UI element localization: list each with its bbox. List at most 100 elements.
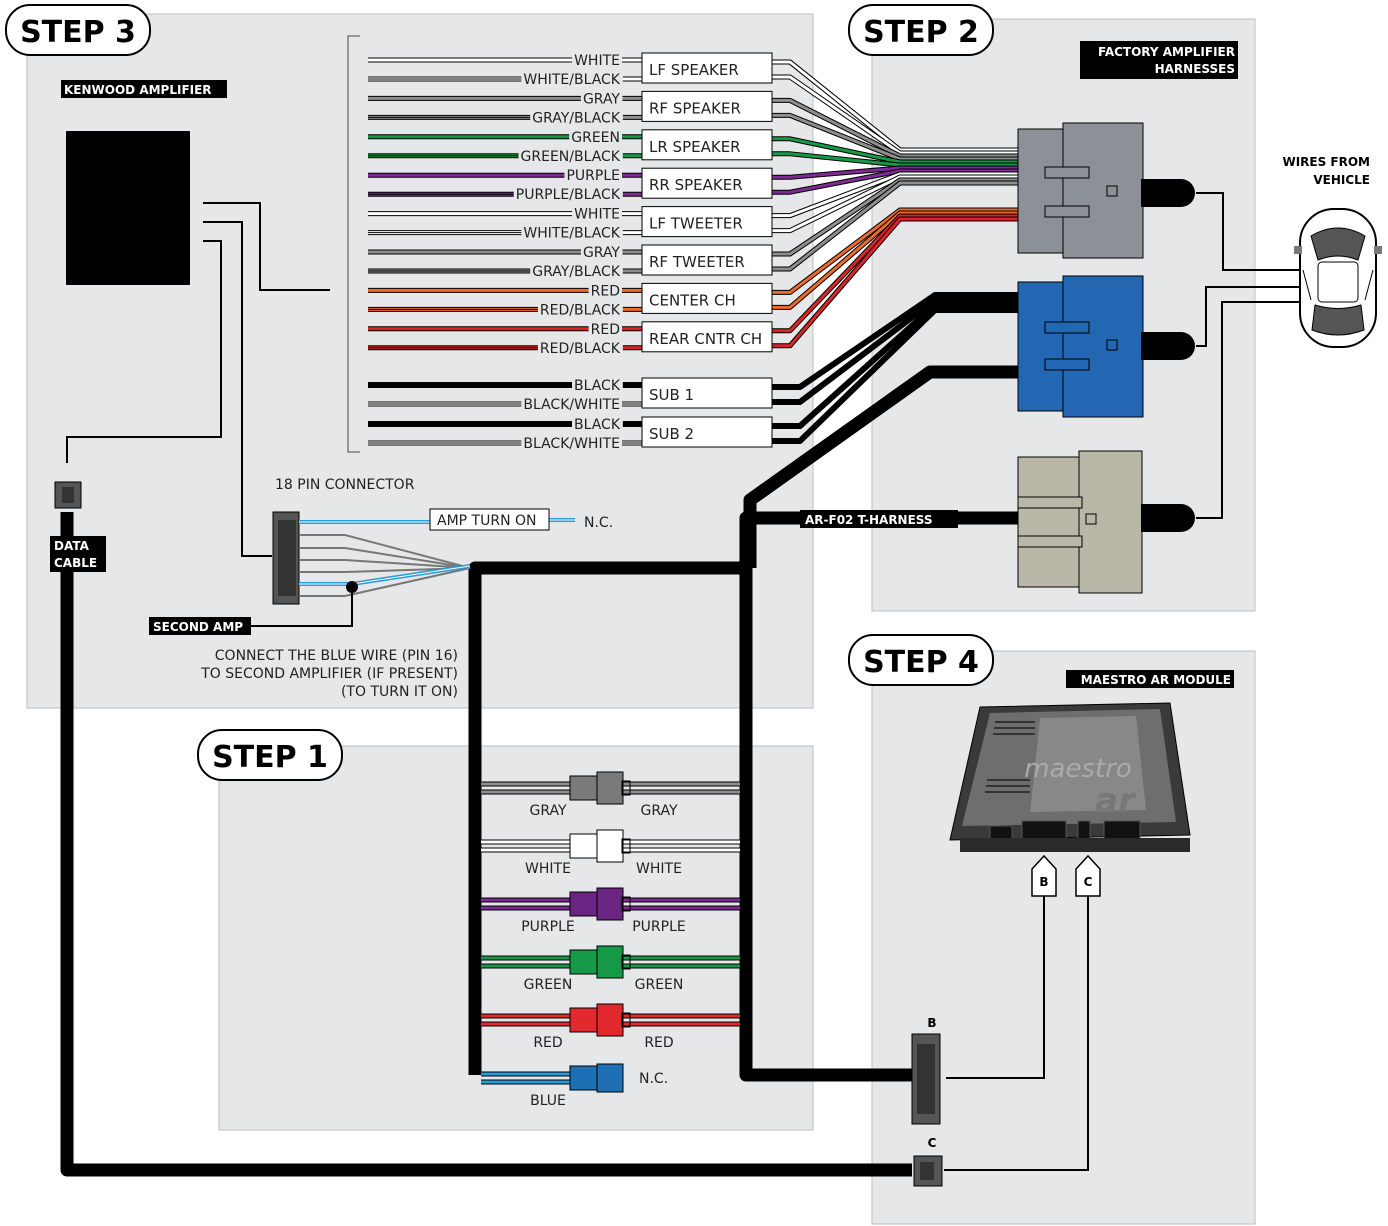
- pair-plug-male: [569, 1065, 601, 1091]
- svg-text:CONNECT THE BLUE WIRE (PIN 16): CONNECT THE BLUE WIRE (PIN 16): [215, 648, 458, 664]
- svg-text:VEHICLE: VEHICLE: [1313, 173, 1370, 187]
- wire-color-label: RED/BLACK: [540, 302, 621, 318]
- svg-text:AMP TURN ON: AMP TURN ON: [437, 513, 537, 529]
- wire-label-bg: [564, 168, 622, 185]
- speaker-label-box: LF SPEAKER: [641, 52, 773, 84]
- 18-pin-connector[interactable]: [272, 511, 300, 605]
- step1-panel: [218, 745, 814, 1131]
- 18-pin-connector-label: 18 PIN CONNECTOR: [275, 477, 415, 493]
- speaker-wire-right: [772, 169, 1018, 194]
- port-b-label: B: [1039, 875, 1048, 889]
- t-harness-tag: AR-F02 T-HARNESS: [800, 510, 958, 528]
- kenwood-amplifier-unit: [66, 131, 190, 285]
- step3-badge: STEP 3: [5, 4, 151, 56]
- step1-title: STEP 1: [212, 740, 328, 775]
- speaker-box: [641, 206, 773, 238]
- svg-text:CABLE: CABLE: [54, 556, 97, 570]
- wire-label-bg: [588, 321, 622, 338]
- pair-right-label: GREEN: [635, 977, 684, 993]
- wire-label-bg: [521, 225, 623, 242]
- speaker-box: [641, 244, 773, 276]
- maestro-ar-logo: ar: [1095, 781, 1137, 821]
- amp-turn-on-label: AMP TURN ON: [429, 508, 550, 531]
- pair-plug-female: [596, 1003, 624, 1037]
- pair-left-label: RED: [533, 1035, 562, 1051]
- speaker-label-box: RF TWEETER: [641, 244, 773, 276]
- svg-text:SECOND AMP: SECOND AMP: [153, 620, 243, 634]
- data-cable-tag: DATA CABLE: [50, 536, 106, 572]
- wire-color-label: GRAY: [583, 91, 620, 107]
- wire-label-bg: [530, 264, 623, 280]
- wire-color-label: GRAY: [583, 245, 620, 261]
- svg-text:WIRES FROM: WIRES FROM: [1282, 155, 1370, 169]
- wire-label-bg: [569, 129, 622, 146]
- svg-text:DATA: DATA: [54, 539, 90, 553]
- blue-harness-connector[interactable]: [1017, 275, 1195, 418]
- connector-b[interactable]: [911, 1033, 941, 1125]
- speaker-box-label: LF TWEETER: [649, 215, 743, 233]
- pair-right-label: GRAY: [640, 803, 677, 819]
- speaker-wire-right: [772, 181, 1018, 271]
- svg-text:(TO TURN IT ON): (TO TURN IT ON): [341, 684, 458, 700]
- step4-badge: STEP 4: [848, 634, 994, 686]
- wire-color-label: GREEN/BLACK: [521, 149, 621, 165]
- wire-label-bg: [580, 245, 623, 261]
- speaker-box: [641, 52, 773, 84]
- wire-label-bg: [521, 436, 622, 452]
- speaker-box-label: RF TWEETER: [649, 253, 745, 271]
- pair-plug-male: [569, 949, 601, 975]
- wire-color-label: GRAY/BLACK: [532, 110, 621, 126]
- wire-label-bg: [588, 283, 622, 300]
- speaker-box-label: LF SPEAKER: [649, 61, 739, 79]
- sub-label-box: SUB 2: [641, 416, 773, 448]
- speaker-wire-right: [772, 113, 1018, 161]
- speaker-wire-right: [772, 137, 1018, 164]
- vehicle-wire-leads: [1196, 192, 1300, 519]
- svg-text:HARNESSES: HARNESSES: [1155, 62, 1235, 76]
- wire-color-label: RED: [591, 322, 620, 338]
- speaker-box: [641, 321, 773, 353]
- speaker-label-box: CENTER CH: [641, 282, 773, 314]
- speaker-label-box: RR SPEAKER: [641, 167, 773, 199]
- sub-box: [641, 377, 773, 409]
- speaker-box: [641, 167, 773, 199]
- sub-wire-right: [772, 308, 1018, 443]
- pair-plug-male: [569, 1007, 601, 1033]
- sub-channel: SUB 1 BLACK BLACK/WHITE: [368, 292, 1018, 413]
- second-amp-note: CONNECT THE BLUE WIRE (PIN 16) TO SECOND…: [200, 648, 458, 700]
- connector-c[interactable]: [913, 1155, 943, 1187]
- second-amp-tag: SECOND AMP: [149, 617, 251, 635]
- wire-color-label: BLACK: [574, 378, 621, 394]
- speaker-wire-right: [772, 172, 1018, 218]
- kenwood-amplifier-tag: KENWOOD AMPLIFIER: [61, 80, 227, 98]
- blue-wire-splice-dot: [346, 581, 358, 593]
- car-icon: [1294, 208, 1382, 348]
- connector-b-label: B: [927, 1016, 936, 1030]
- pair-plug-latch: [621, 838, 631, 854]
- sub-label-box: SUB 1: [641, 377, 773, 409]
- pair-plug-male: [569, 775, 601, 801]
- svg-text:FACTORY AMPLIFIER: FACTORY AMPLIFIER: [1098, 45, 1235, 59]
- speaker-wire-right: [772, 175, 1018, 233]
- speaker-box: [641, 90, 773, 122]
- maestro-ar-module-tag: MAESTRO AR MODULE: [1066, 670, 1234, 688]
- tan-harness-connector[interactable]: [1017, 450, 1195, 594]
- pair-right-label: PURPLE: [632, 919, 686, 935]
- gray-harness-connector[interactable]: [1017, 122, 1195, 259]
- maestro-port-arrows: [1031, 854, 1101, 897]
- wire-color-label: PURPLE: [566, 168, 620, 184]
- speaker-box-label: LR SPEAKER: [649, 138, 741, 156]
- wire-group-bracket: [347, 35, 360, 453]
- sub-channel: SUB 2 BLACK BLACK/WHITE: [368, 302, 1018, 452]
- wire-color-label: BLACK/WHITE: [523, 397, 620, 413]
- data-cable-connector[interactable]: [54, 481, 82, 509]
